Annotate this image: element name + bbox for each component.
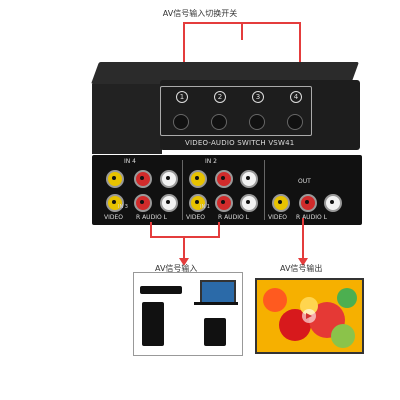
switch-box-left	[92, 84, 162, 154]
rear-out-label: OUT	[298, 178, 311, 185]
tv-screen-art	[257, 280, 362, 352]
rear-in3-label: IN 3	[118, 204, 128, 210]
input-button-4[interactable]	[287, 114, 303, 130]
rear-divider-2	[264, 160, 265, 220]
jack-in2-audio-r[interactable]	[215, 170, 233, 188]
jack-out-video[interactable]	[272, 194, 290, 212]
laptop-base	[194, 302, 238, 305]
rear-video-label-2: VIDEO	[186, 214, 206, 221]
button-number-2: 2	[214, 91, 226, 103]
jack-in2-audio-l[interactable]	[240, 170, 258, 188]
rear-in1-label: IN 1	[200, 204, 210, 210]
input-bracket-bottom	[150, 236, 220, 238]
button-number-1: 1	[176, 91, 188, 103]
button-panel	[160, 86, 312, 136]
jack-in4-audio-r[interactable]	[134, 170, 152, 188]
rear-raudio-label-3: R AUDIO L	[296, 214, 327, 221]
rear-raudio-label-2: R AUDIO L	[218, 214, 249, 221]
jack-in2-video[interactable]	[189, 170, 207, 188]
top-bracket-stem	[241, 22, 243, 40]
input-button-1[interactable]	[173, 114, 189, 130]
input-button-2[interactable]	[211, 114, 227, 130]
rear-raudio-label-1: R AUDIO L	[136, 214, 167, 221]
switch-model-label: VIDEO-AUDIO SWITCH VSW41	[185, 139, 295, 147]
laptop-image	[200, 280, 236, 304]
rear-panel	[92, 155, 362, 225]
output-caption: AV信号输出	[280, 264, 323, 273]
top-bracket-right	[299, 22, 301, 68]
jack-in1-video[interactable]	[189, 194, 207, 212]
input-bracket-left	[150, 222, 152, 238]
output-arrow	[298, 258, 308, 266]
rear-divider-1	[182, 160, 183, 220]
pc-tower-image	[142, 302, 164, 346]
jack-in4-video[interactable]	[106, 170, 124, 188]
jack-in1-audio-l[interactable]	[240, 194, 258, 212]
rear-in4-label: IN 4	[124, 158, 136, 165]
rear-video-label-3: VIDEO	[268, 214, 288, 221]
jack-out-audio-l[interactable]	[324, 194, 342, 212]
button-number-4: 4	[290, 91, 302, 103]
button-number-3: 3	[252, 91, 264, 103]
input-caption: AV信号输入	[155, 264, 198, 273]
top-bracket-left	[183, 22, 185, 68]
input-arrow	[179, 258, 189, 266]
game-console-image	[204, 318, 226, 346]
jack-in3-video[interactable]	[106, 194, 124, 212]
output-line	[302, 218, 304, 258]
rear-in2-label: IN 2	[205, 158, 217, 165]
tv-output-image	[255, 278, 364, 354]
dvd-player-image	[140, 286, 182, 294]
top-label: AV信号输入切换开关	[162, 9, 238, 18]
input-button-3[interactable]	[249, 114, 265, 130]
input-bracket-stem	[183, 236, 185, 258]
jack-in1-audio-r[interactable]	[215, 194, 233, 212]
jack-in3-audio-l[interactable]	[160, 194, 178, 212]
jack-in3-audio-r[interactable]	[134, 194, 152, 212]
jack-in4-audio-l[interactable]	[160, 170, 178, 188]
rear-video-label-1: VIDEO	[104, 214, 124, 221]
jack-out-audio-r[interactable]	[299, 194, 317, 212]
input-bracket-right	[218, 222, 220, 238]
